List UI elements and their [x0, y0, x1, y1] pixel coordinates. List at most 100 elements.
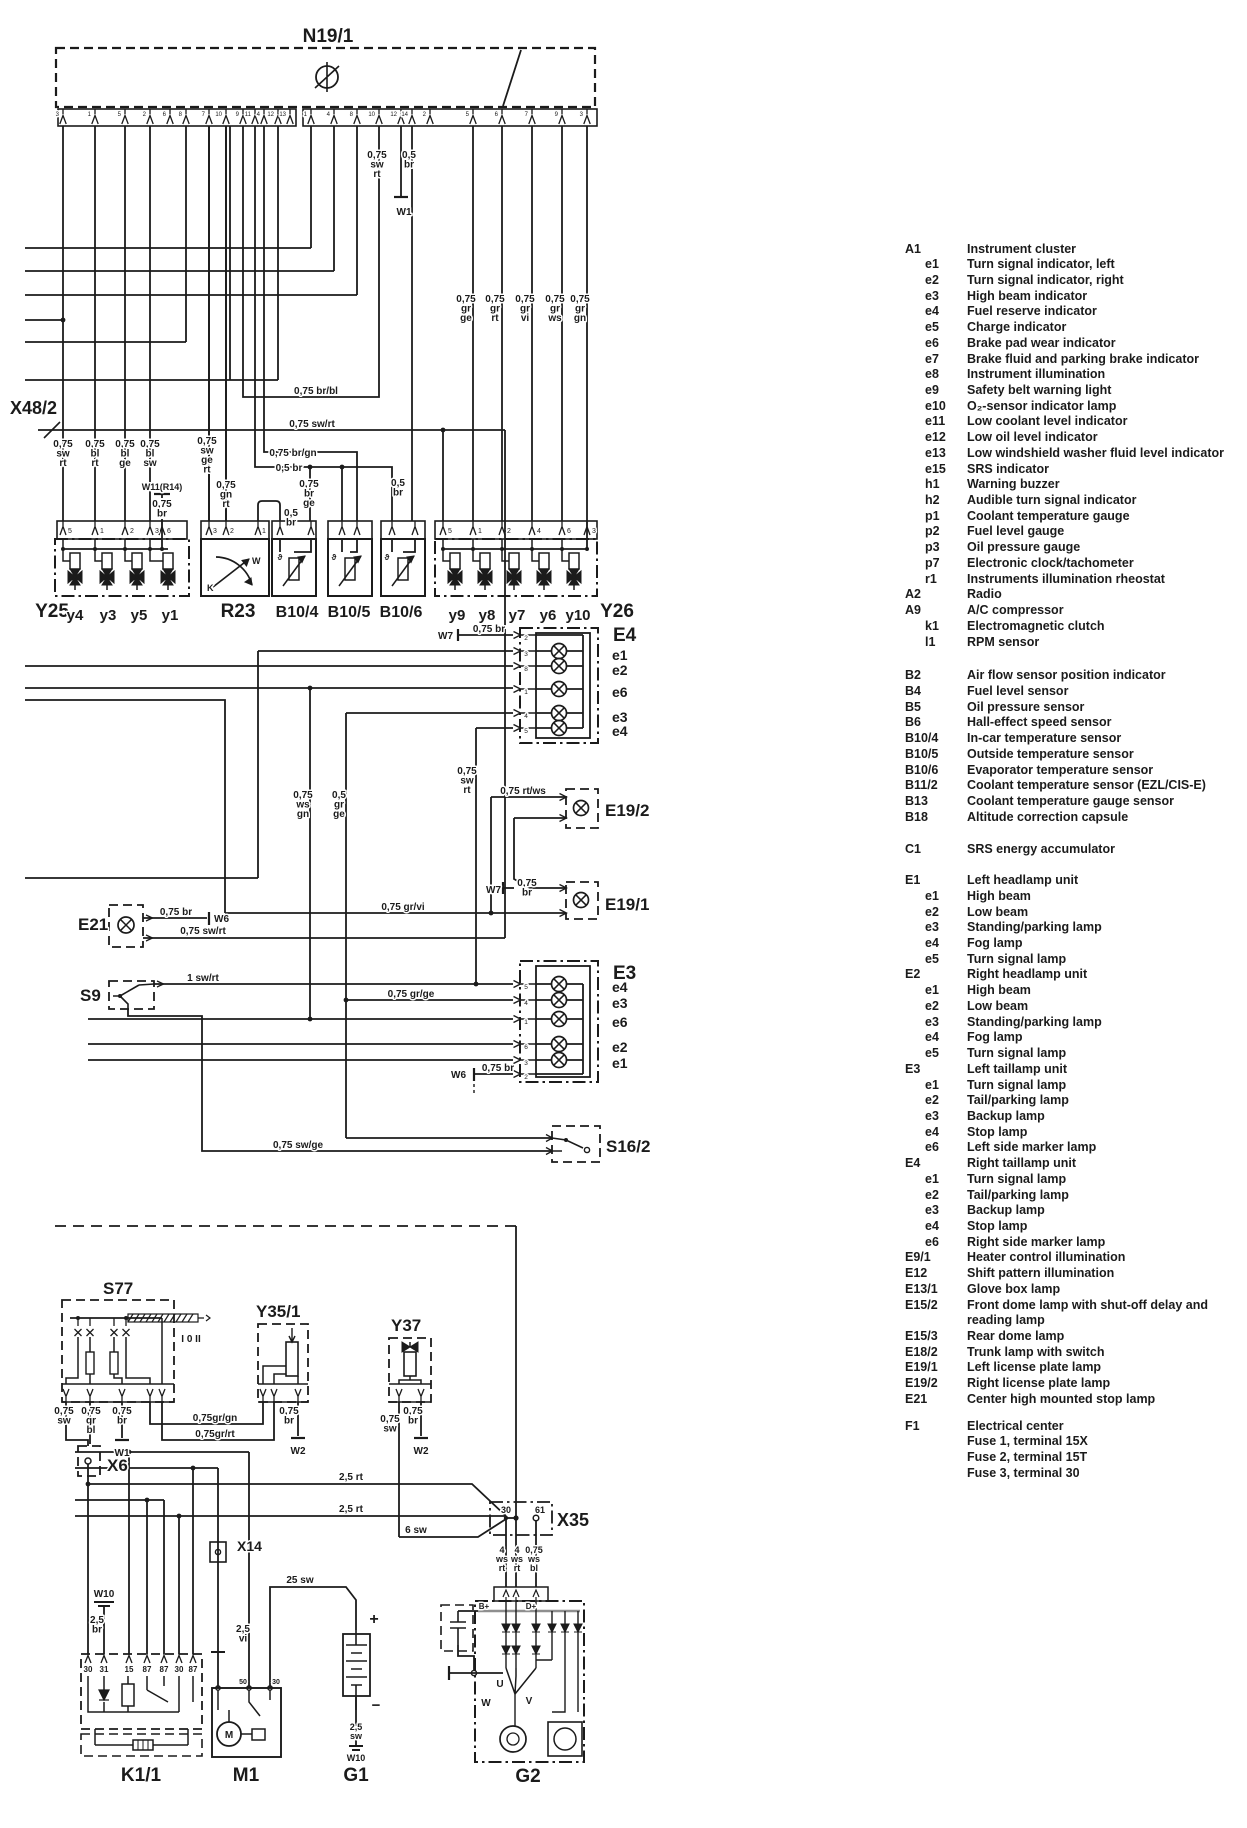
label-th2: ϑ — [332, 553, 337, 562]
b10-6-pinstrip — [380, 520, 426, 540]
component-y37 — [388, 1337, 432, 1537]
label-yp2: 2 — [130, 528, 134, 535]
label-line: 0,5 — [284, 508, 298, 519]
k1-int1 — [87, 1676, 179, 1713]
component-s16-2 — [346, 1125, 601, 1163]
label-l_brbl: 0,75 br/bl — [294, 386, 338, 397]
label-e4p0: 2 — [524, 635, 528, 642]
label-l_swrtx: 0,75 sw/rt — [289, 419, 335, 430]
label-l_K: K — [207, 583, 214, 593]
label-nq6: 2 — [423, 112, 427, 118]
y25-pin-arrows — [59, 521, 166, 536]
s9-contact — [113, 983, 155, 997]
junction-dot — [471, 547, 475, 551]
label-s9: S9 — [80, 986, 101, 1005]
label-l_w2a: W2 — [291, 1446, 306, 1457]
lamp-cross-icon — [553, 660, 565, 672]
label-line: bl — [146, 449, 155, 460]
label-line: bl — [530, 1563, 538, 1573]
label-y4: y4 — [67, 607, 84, 624]
label-line: ge — [333, 809, 345, 820]
junction-dot — [560, 547, 564, 551]
label-y9: y9 — [449, 607, 466, 624]
label-l_w10a: W10 — [94, 1589, 115, 1600]
lamp-cross-icon — [553, 978, 565, 990]
junction-dot — [307, 685, 313, 691]
label-line: br — [92, 1625, 102, 1636]
k1-diode — [98, 1689, 110, 1702]
grrt-wire — [161, 1402, 275, 1441]
lamp-cross-icon — [553, 683, 565, 695]
g1-cells — [346, 1630, 367, 1710]
label-line: 2,5 — [90, 1615, 104, 1626]
label-y26: Y26 — [600, 601, 634, 622]
y25-valve-coil — [131, 552, 143, 570]
label-e191: E19/1 — [605, 895, 649, 914]
label-l_rtws: 0,75 rt/ws — [500, 786, 546, 797]
label-e4e3: e3 — [612, 709, 628, 725]
k1-fusebox — [80, 1733, 203, 1757]
label-e3p3: 6 — [524, 1044, 528, 1051]
row3-25rt — [88, 1483, 507, 1517]
label-l_grgn2: 0,75gr/gn — [193, 1413, 237, 1424]
label-line: sw — [200, 446, 214, 457]
k1-fuse-leads — [94, 1729, 189, 1746]
label-line: vi — [521, 313, 530, 324]
label-e21: E21 — [78, 915, 108, 934]
label-line: ge — [201, 455, 213, 466]
label-nq11: 3 — [580, 112, 584, 118]
label-line: 2,5 — [350, 1722, 363, 1732]
label-k1p2: 15 — [125, 1665, 134, 1674]
label-e4t: E4 — [613, 625, 637, 646]
wires-e4 — [25, 650, 513, 1138]
label-nq10: 9 — [555, 112, 559, 118]
lamp-cross-icon — [575, 802, 587, 814]
label-np4: 6 — [163, 112, 167, 118]
junction-dot — [144, 1497, 150, 1503]
junction-dot — [441, 547, 445, 551]
y35-outline — [257, 1323, 309, 1403]
label-line: 0,75 — [299, 479, 319, 490]
label-l_bre21: 0,75 br — [160, 907, 192, 918]
label-yp1: 1 — [100, 528, 104, 535]
b10-5-pinstrip — [327, 520, 373, 540]
label-l_plus: + — [369, 1611, 378, 1628]
e3-pins — [513, 979, 536, 1079]
label-y25: Y25 — [35, 601, 69, 622]
label-l_rt25b: 2,5 rt — [339, 1504, 364, 1515]
wire — [94, 126, 151, 521]
label-yq4: 6 — [567, 528, 571, 535]
label-l_m1m: M — [225, 1730, 233, 1741]
b10-6-sensor-head — [406, 555, 415, 564]
x14-outline — [209, 1541, 227, 1563]
label-line: 0,5 — [391, 478, 405, 489]
b10-5-outline — [327, 538, 373, 597]
label-e3p1: 4 — [524, 1000, 528, 1007]
lamp-icon — [572, 891, 590, 909]
label-line: br — [157, 509, 167, 520]
junction-dot — [61, 547, 65, 551]
label-line: br — [522, 888, 532, 899]
e21-outline — [108, 904, 144, 948]
n19-pinstrip-left — [57, 108, 297, 127]
junction-dot — [440, 427, 446, 433]
s77-links — [65, 1318, 163, 1384]
component-g2 — [440, 1586, 585, 1763]
label-line: rt — [222, 499, 230, 510]
separator — [55, 1225, 517, 1516]
junction-dot — [488, 910, 494, 916]
label-e3p5: 2 — [524, 1074, 528, 1081]
label-l_gU: U — [496, 1679, 503, 1690]
label-line: rt — [514, 1563, 521, 1573]
label-rp2: 1 — [262, 528, 266, 535]
label-k1p4: 87 — [160, 1665, 169, 1674]
y26-valve-coil — [449, 552, 461, 570]
